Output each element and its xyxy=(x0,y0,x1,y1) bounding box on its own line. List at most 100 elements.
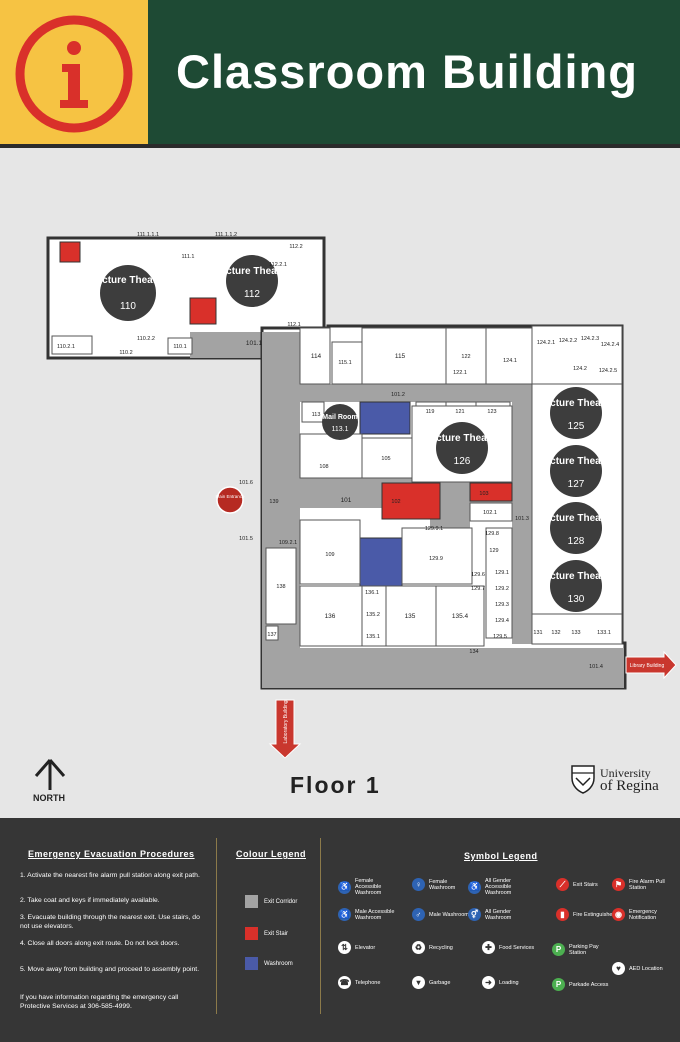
colour-exit-stair: Exit Stair xyxy=(245,927,288,940)
main-entrance-label: Main Entrance xyxy=(215,494,245,499)
legend-panel: Emergency Evacuation Procedures 1. Activ… xyxy=(0,818,680,1042)
symbol-label: Female Washroom xyxy=(429,878,456,891)
lecture-theatre-112-number: 112 xyxy=(244,289,260,300)
symbol-label: Male Washroom xyxy=(429,911,469,918)
symbol-label: All Gender Washroom xyxy=(485,908,512,921)
washroom-south xyxy=(359,537,403,587)
east-exit-corridor xyxy=(560,648,624,688)
room-label: 123 xyxy=(487,409,496,415)
lecture-theatre-112-label: Lecture Theatre xyxy=(214,266,289,277)
recycling-icon: ♻ xyxy=(412,941,425,954)
symbol-male-washroom: ♂ Male Washroom xyxy=(412,908,473,921)
washroom-label: Washroom xyxy=(264,960,293,967)
room-129-stack xyxy=(485,527,513,639)
lecture-theatre-130-label: Lecture Theatre xyxy=(538,571,613,582)
building-title: Classroom Building xyxy=(176,45,638,98)
room-108 xyxy=(299,433,363,479)
room-label: 129 xyxy=(489,548,498,554)
room-label: 110.2 xyxy=(119,350,132,356)
room-124-1 xyxy=(485,327,533,385)
all-gender-accessible-washroom-icon: ♿ xyxy=(468,880,481,894)
symbol-label: Male Accessible Washroom xyxy=(355,908,395,921)
lecture-theatre-110: Lecture Theatre 110 xyxy=(90,265,166,321)
exit-stairs-icon: ⟋ xyxy=(556,878,569,891)
room-label: 121 xyxy=(455,409,464,415)
emergency-contact: If you have information regarding the em… xyxy=(20,994,179,1010)
floor-plan-svg: Lecture Theatre 110 Lecture Theatre 112 … xyxy=(34,232,677,790)
washroom-north xyxy=(359,401,411,435)
room-label: 101.1 xyxy=(246,340,263,347)
fire-alarm-icon: ⚑ xyxy=(612,878,625,891)
female-accessible-washroom-icon: ♿ xyxy=(338,880,351,894)
room-label: 132 xyxy=(551,630,560,636)
lecture-theatre-130-number: 130 xyxy=(568,594,585,605)
north-corridor xyxy=(300,384,532,402)
room-label: 101.2 xyxy=(391,392,405,398)
symbol-female-accessible-washroom: ♿ Female Accessible Washroom xyxy=(338,878,399,896)
exit-stair-northwest xyxy=(59,241,81,263)
symbol-telephone: ☎ Telephone xyxy=(338,976,399,989)
room-137 xyxy=(265,625,279,641)
room-label: 124.1 xyxy=(503,358,517,364)
symbol-garbage: ▾ Garbage xyxy=(412,976,473,989)
symbol-fire-alarm: ⚑ Fire Alarm Pull Station xyxy=(612,878,673,891)
room-label: 133 xyxy=(571,630,580,636)
symbol-label: Emergency Notification xyxy=(629,908,657,921)
procedures-title: Emergency Evacuation Procedures xyxy=(28,849,195,859)
library-building-arrow[interactable]: Library Building xyxy=(625,650,677,680)
symbol-elevator: ⇅ Elevator xyxy=(338,941,399,954)
symbol-emergency-notification: ◉ Emergency Notification xyxy=(612,908,673,921)
legend-divider xyxy=(320,838,321,1014)
legend-divider xyxy=(216,838,217,1014)
symbol-label: Telephone xyxy=(355,979,381,986)
room-label: 115 xyxy=(395,353,406,360)
main-entrance-marker[interactable]: Main Entrance xyxy=(215,486,245,514)
symbol-male-accessible-washroom: ♿ Male Accessible Washroom xyxy=(338,908,399,921)
procedure-step-2: 2. Take coat and keys if immediately ava… xyxy=(20,897,160,904)
room-label: 111.1.1.2 xyxy=(215,232,237,238)
lecture-theatre-126-label: Lecture Theatre xyxy=(424,433,499,444)
room-label: 119 xyxy=(426,409,435,415)
symbol-label: AED Location xyxy=(629,965,663,972)
room-110-2-1 xyxy=(51,335,93,355)
room-label: 124.2 xyxy=(573,366,587,372)
elevator-icon: ⇅ xyxy=(338,941,351,954)
room-label: 129.5 xyxy=(493,634,507,640)
mail-room-label: Mail Room xyxy=(322,414,357,421)
room-label: 129.2 xyxy=(495,586,509,592)
room-label: 135 xyxy=(405,613,416,620)
university-line2: of Regina xyxy=(600,778,659,794)
room-109 xyxy=(299,519,361,585)
colour-exit-corridor: Exit Corridor xyxy=(245,895,297,908)
room-label: 124.2.2 xyxy=(559,338,577,344)
room-label: 137 xyxy=(267,632,276,638)
room-label: 111.1 xyxy=(182,254,195,260)
room-122 xyxy=(445,327,487,385)
exit-stair-west xyxy=(189,297,217,325)
room-115 xyxy=(361,327,447,385)
symbol-label: Food Services xyxy=(499,944,535,951)
exit-stair-label: Exit Stair xyxy=(264,930,289,937)
room-label: 124.2.5 xyxy=(599,368,617,374)
lecture-theatre-112: Lecture Theatre 112 xyxy=(214,255,290,307)
room-124-2 xyxy=(531,325,623,385)
fire-extinguisher-icon: ▮ xyxy=(556,908,569,921)
symbol-parking-pay-station: P Parking Pay Station xyxy=(552,943,613,956)
room-138 xyxy=(265,547,297,625)
parking-pay-station-icon: P xyxy=(552,943,565,956)
room-label: 110.2.1 xyxy=(57,344,75,350)
header: Classroom Building xyxy=(0,0,680,148)
male-washroom-icon: ♂ xyxy=(412,908,425,921)
symbol-label: Elevator xyxy=(355,944,376,951)
title-banner xyxy=(148,0,680,144)
lecture-theatre-128-number: 128 xyxy=(568,536,585,547)
washroom-swatch xyxy=(245,957,258,970)
laboratory-building-arrow[interactable]: Laboratory Building xyxy=(268,699,302,759)
symbol-label: Parking Pay Station xyxy=(569,943,599,956)
lecture-theatre-126: Lecture Theatre 126 xyxy=(424,422,500,474)
lecture-theatre-125-number: 125 xyxy=(568,421,585,432)
room-label: 103 xyxy=(479,491,488,497)
room-label: 129.7 xyxy=(471,586,485,592)
exit-corridor-label: Exit Corridor xyxy=(264,898,298,905)
floor-label: Floor 1 xyxy=(290,772,381,798)
